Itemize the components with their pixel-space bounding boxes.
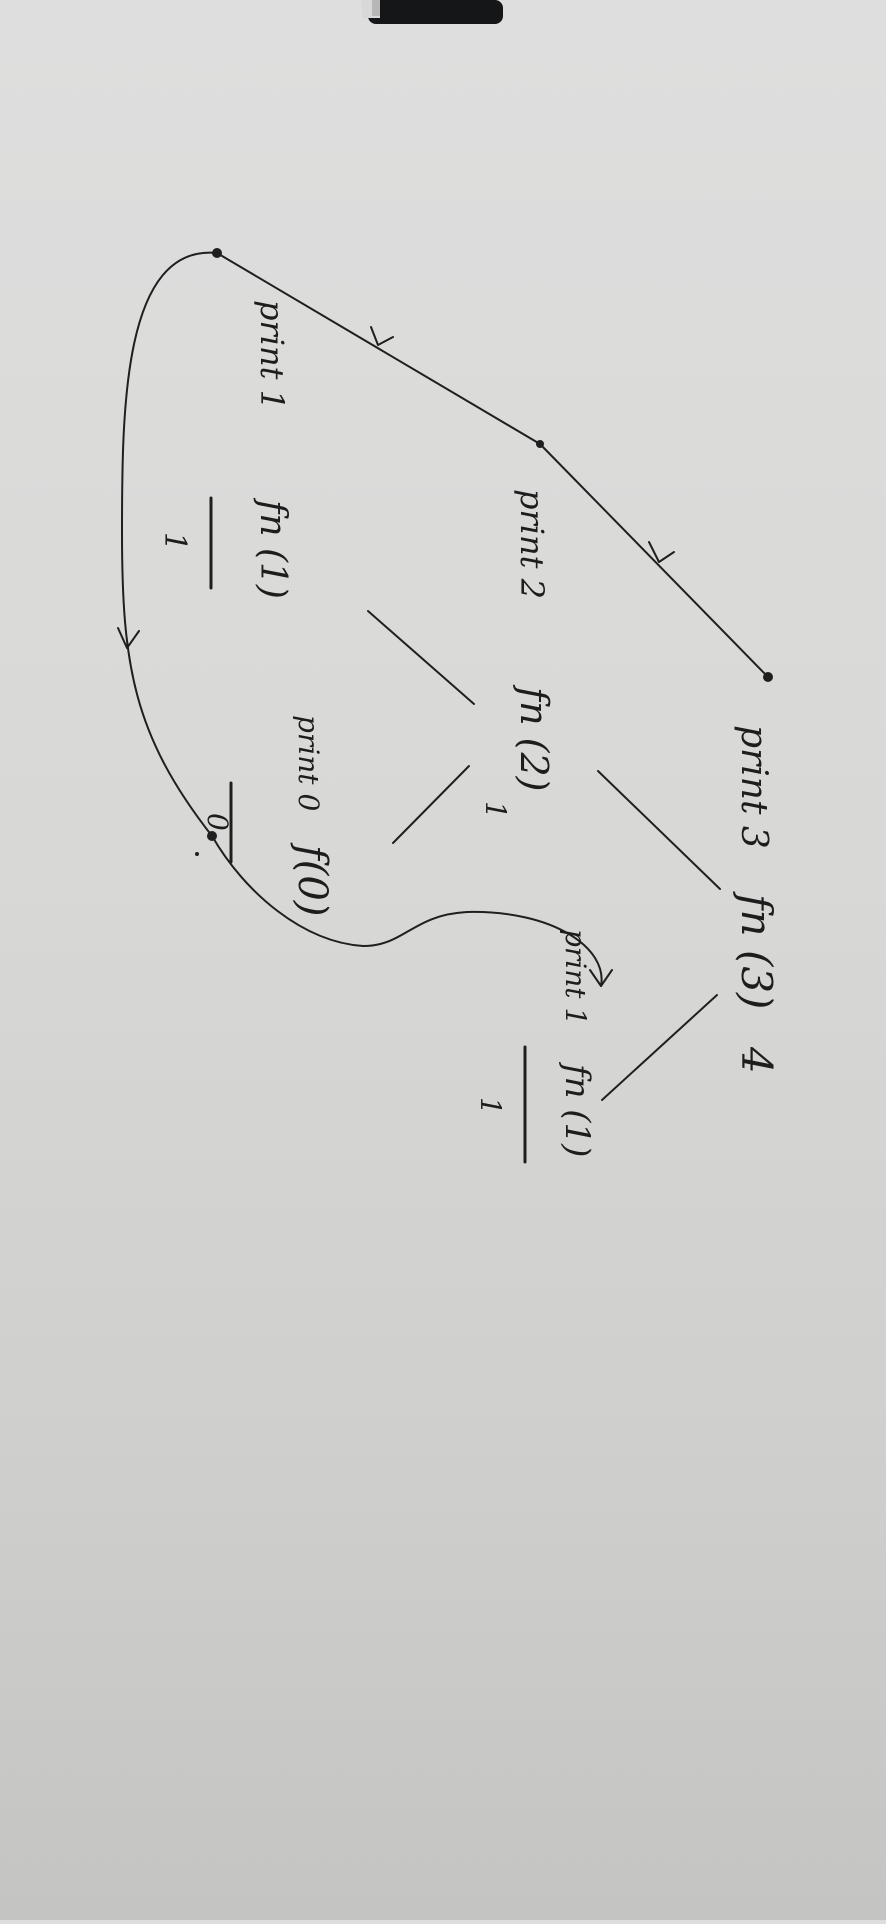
node-dot-small (195, 852, 199, 856)
tree-edges (367, 610, 721, 1101)
f0-call-label: f(0) (289, 842, 335, 916)
f0-value: 0 (201, 813, 234, 831)
result-bars (209, 496, 527, 1164)
path-top-arc (216, 252, 769, 678)
pen-cap (362, 0, 503, 24)
arrow-top-1 (370, 326, 394, 346)
edge-fn3-fn2 (597, 770, 721, 890)
node-dot-mid (536, 440, 544, 448)
fn1-right-print-label: print 1 (559, 929, 592, 1025)
fn1-left-call-label: fn (1) (252, 497, 293, 599)
f0-print-label: print 0 (292, 715, 325, 811)
edge-fn2-f0 (392, 765, 470, 844)
node-dot-start (763, 672, 773, 682)
edge-fn3-fn1-right (601, 994, 718, 1101)
path-left-arc (121, 251, 218, 837)
path-bottom-curve (211, 835, 603, 987)
traversal-path (117, 248, 773, 987)
fn1-left-value: 1 (157, 532, 192, 551)
node-dot-bottom (207, 831, 217, 841)
arrow-bottom-curve (589, 969, 613, 987)
fn3-call-label: fn (3) (732, 891, 781, 1009)
tree-labels: print 3 fn (3) 4 print 2 fn (2) 1 print … (157, 300, 781, 1157)
fn2-call-label: fn (2) (512, 684, 556, 791)
fn3-print-label: print 3 (733, 725, 774, 849)
edge-fn2-fn1-left (367, 610, 475, 705)
arrow-left-down (117, 627, 140, 649)
fn2-print-label: print 2 (513, 489, 551, 599)
arrow-top-2 (648, 541, 675, 563)
fn3-extra-label: 4 (732, 1046, 781, 1074)
node-dot-top (212, 248, 222, 258)
fn1-right-value: 1 (474, 1097, 507, 1115)
fn2-value: 1 (479, 801, 512, 819)
fn1-left-print-label: print 1 (253, 300, 291, 410)
fn1-right-call-label: fn (1) (557, 1061, 597, 1157)
